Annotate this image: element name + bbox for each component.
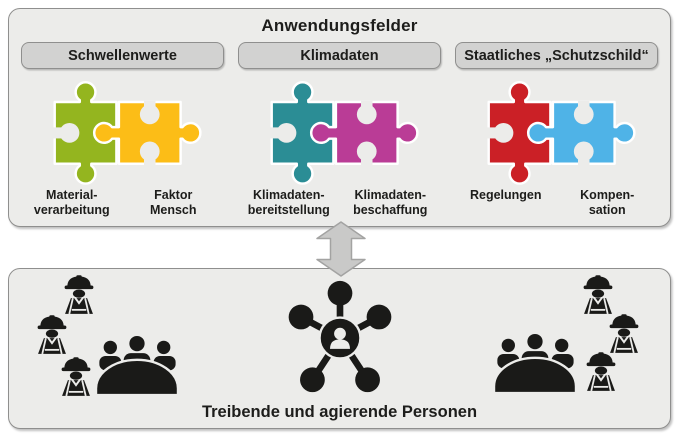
piece-labels: Material- verarbeitung Faktor Mensch (21, 188, 224, 219)
puzzle-piece-right (92, 100, 202, 166)
piece-label: Regelungen (469, 188, 542, 202)
persons-panel: Treibende und agierende Personen (8, 268, 671, 429)
puzzle-pair-icon (269, 81, 419, 185)
puzzle-pair-icon (486, 81, 636, 185)
puzzle-sockets (486, 100, 594, 166)
section-header: Klimadaten (238, 42, 441, 69)
puzzle-piece-right (309, 100, 419, 166)
piece-label: Kompen- sation (580, 188, 635, 218)
networked-person-icon (288, 280, 392, 393)
section-header: Staatliches „Schutzschild“ (455, 42, 658, 69)
section-schwellenwerte: Schwellenwerte Material- verarbeitung Fa… (21, 40, 224, 219)
piece-labels: Regelungen Kompen- sation (455, 188, 658, 219)
persons-caption: Treibende und agierende Personen (201, 403, 478, 421)
construction-worker-icon (586, 352, 616, 392)
section-schutzschild: Staatliches „Schutzschild“ Regelungen Ko… (455, 40, 658, 219)
puzzle-piece-left (269, 81, 335, 185)
puzzle-sockets (52, 100, 160, 166)
puzzle-piece-left (486, 81, 552, 185)
section-header: Schwellenwerte (21, 42, 224, 69)
puzzle-pair-icon (52, 81, 202, 185)
puzzle-piece-right (526, 100, 636, 166)
piece-label: Faktor Mensch (149, 188, 197, 218)
sections-row: Schwellenwerte Material- verarbeitung Fa… (9, 36, 670, 219)
panel-title: Anwendungsfelder (261, 16, 418, 35)
piece-label: Material- verarbeitung (33, 188, 110, 218)
construction-worker-icon (609, 314, 639, 354)
meeting-group-icon (492, 333, 578, 394)
section-klimadaten: Klimadaten Klimadaten- bereitstellung Kl… (238, 40, 441, 219)
construction-worker-icon (64, 275, 94, 315)
meeting-group-icon (94, 335, 180, 396)
up-down-arrow-icon (316, 221, 366, 277)
application-fields-panel: Anwendungsfelder Schwellenwerte Material… (8, 8, 671, 227)
puzzle-piece-left (52, 81, 118, 185)
construction-worker-icon (583, 275, 613, 315)
piece-label: Klimadaten- bereitstellung (247, 188, 330, 218)
piece-label: Klimadaten- beschaffung (353, 188, 428, 218)
piece-labels: Klimadaten- bereitstellung Klimadaten- b… (238, 188, 441, 219)
construction-worker-icon (61, 357, 91, 397)
puzzle-sockets (269, 100, 377, 166)
construction-worker-icon (37, 315, 67, 355)
